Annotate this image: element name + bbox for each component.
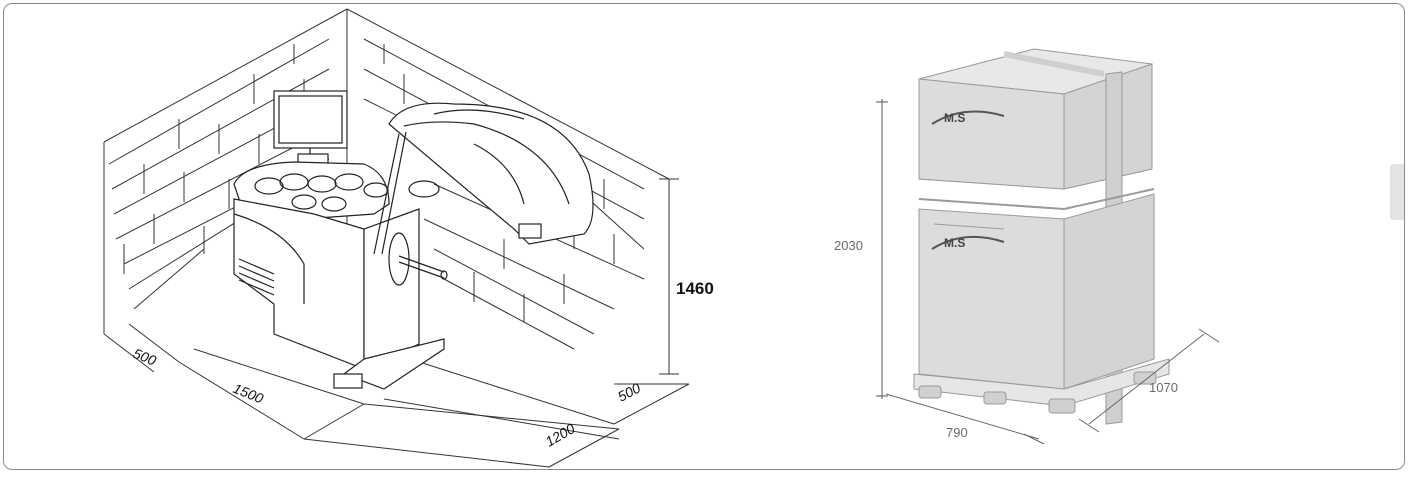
svg-text:M.S: M.S [944,236,965,250]
brand-logo-top: M.S [931,110,1005,125]
machine-room-diagram: 1460 500 500 1500 1200 [103,8,714,468]
scroll-tab[interactable] [1390,164,1404,220]
left-wall [103,8,348,339]
dim-depth-left-500: 500 [131,345,159,369]
packaging-diagram: M.S M.S 2030 790 1070 [834,48,1220,445]
lower-crate [918,208,1065,390]
diagram-canvas: 1460 500 500 1500 1200 [103,8,1220,468]
dim-depth-1070: 1070 [1149,380,1178,395]
wheel-guard-hood [373,102,594,255]
height-dimension-line [659,178,679,375]
svg-text:M.S: M.S [944,111,965,125]
diagram-frame: 1460 500 500 1500 1200 [3,3,1405,470]
brand-logo-bottom: M.S [931,235,1005,250]
pallet [913,358,1170,407]
dim-wall-offset-500: 500 [615,379,643,404]
dim-height-1460: 1460 [676,279,714,298]
wheel-balancer [233,90,594,390]
dim-height-2030: 2030 [834,238,863,253]
dim-width-790: 790 [946,425,968,440]
foot-pedal [333,373,363,389]
dim-width-1500: 1500 [231,380,266,407]
floor-dimension-lines [103,323,690,468]
